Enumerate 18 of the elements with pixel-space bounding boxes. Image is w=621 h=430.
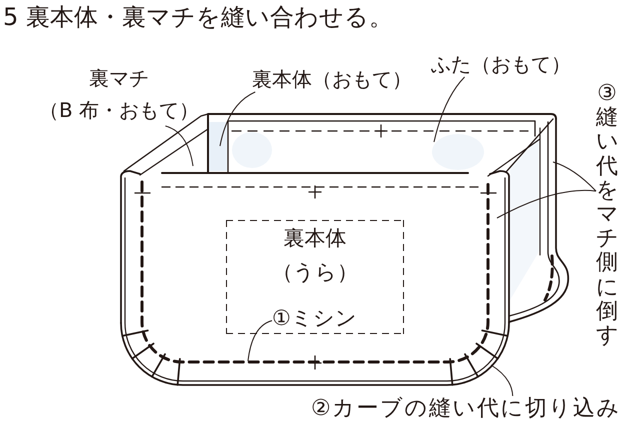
part-label: （B 布・おもて） [38,97,200,124]
leader-line [164,126,194,166]
leader-line [220,92,256,146]
leader-line [434,76,466,142]
step-note: ②カーブの縫い代に切り込み [311,396,621,422]
leader-line [248,320,272,362]
panel-label: 裏本体 [284,225,346,252]
leader-line [496,190,596,218]
step-note: ③縫い代をマチ側に倒す [596,82,618,348]
part-label: 裏本体（おもて） [252,66,412,92]
part-label: ふた（おもて） [431,51,571,77]
diagram-title: 5 裏本体・裏マチを縫い合わせる。 [3,2,393,32]
part-label: 裏マチ [88,65,150,92]
leader-line [552,162,596,192]
step-label: ①ミシン [272,307,357,329]
panel-label: （うら） [272,259,358,286]
dashed-frame [226,220,404,334]
leader-line [490,364,514,396]
